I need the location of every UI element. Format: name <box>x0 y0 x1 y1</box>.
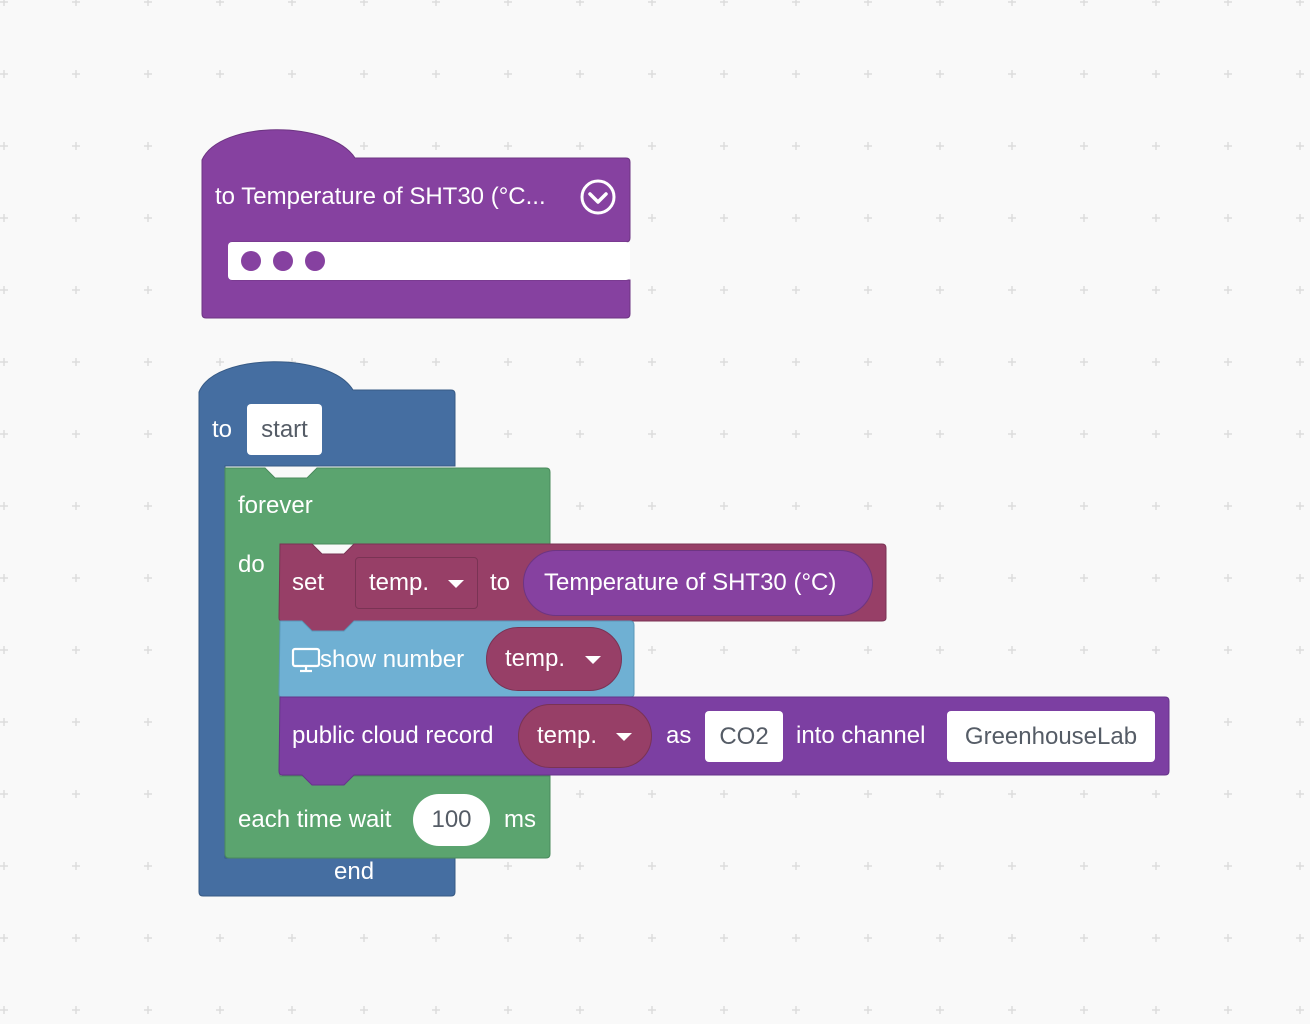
forever-block[interactable] <box>224 467 551 859</box>
as-label: as <box>666 722 692 749</box>
show-number-variable[interactable]: temp. <box>486 627 622 691</box>
temperature-reporter[interactable]: Temperature of SHT30 (°C) <box>523 550 873 616</box>
show-number-label: show number <box>320 646 465 673</box>
dropdown-arrow-icon <box>585 656 601 664</box>
channel-name-field[interactable]: GreenhouseLab <box>947 711 1155 762</box>
wait-prefix-label: each time wait <box>238 806 392 833</box>
cloud-record-variable-name: temp. <box>537 722 598 749</box>
start-to-label: to <box>212 416 233 443</box>
into-channel-label: into channel <box>796 722 926 749</box>
function-definition-block[interactable] <box>201 129 631 319</box>
end-label: end <box>334 858 375 885</box>
show-number-variable-name: temp. <box>505 645 566 672</box>
function-title: to Temperature of SHT30 (°C... <box>215 183 546 210</box>
do-label: do <box>238 551 265 578</box>
monitor-icon <box>291 647 321 673</box>
wait-value-field[interactable]: 100 <box>413 794 490 846</box>
cloud-record-variable[interactable]: temp. <box>518 704 652 768</box>
forever-label: forever <box>238 492 313 519</box>
cloud-record-label: public cloud record <box>292 722 494 749</box>
event-name-field[interactable]: start <box>247 404 322 455</box>
chevron-down-circle-icon[interactable] <box>580 179 616 215</box>
set-label: set <box>292 569 325 596</box>
set-to-label: to <box>490 569 511 596</box>
wait-unit-label: ms <box>504 806 536 833</box>
set-variable-name: temp. <box>369 569 430 596</box>
collapsed-block-body[interactable] <box>228 242 630 280</box>
dropdown-arrow-icon <box>616 733 632 741</box>
record-field-name[interactable]: CO2 <box>705 711 783 762</box>
dropdown-arrow-icon <box>448 580 464 588</box>
set-variable-dropdown[interactable]: temp. <box>355 557 478 609</box>
